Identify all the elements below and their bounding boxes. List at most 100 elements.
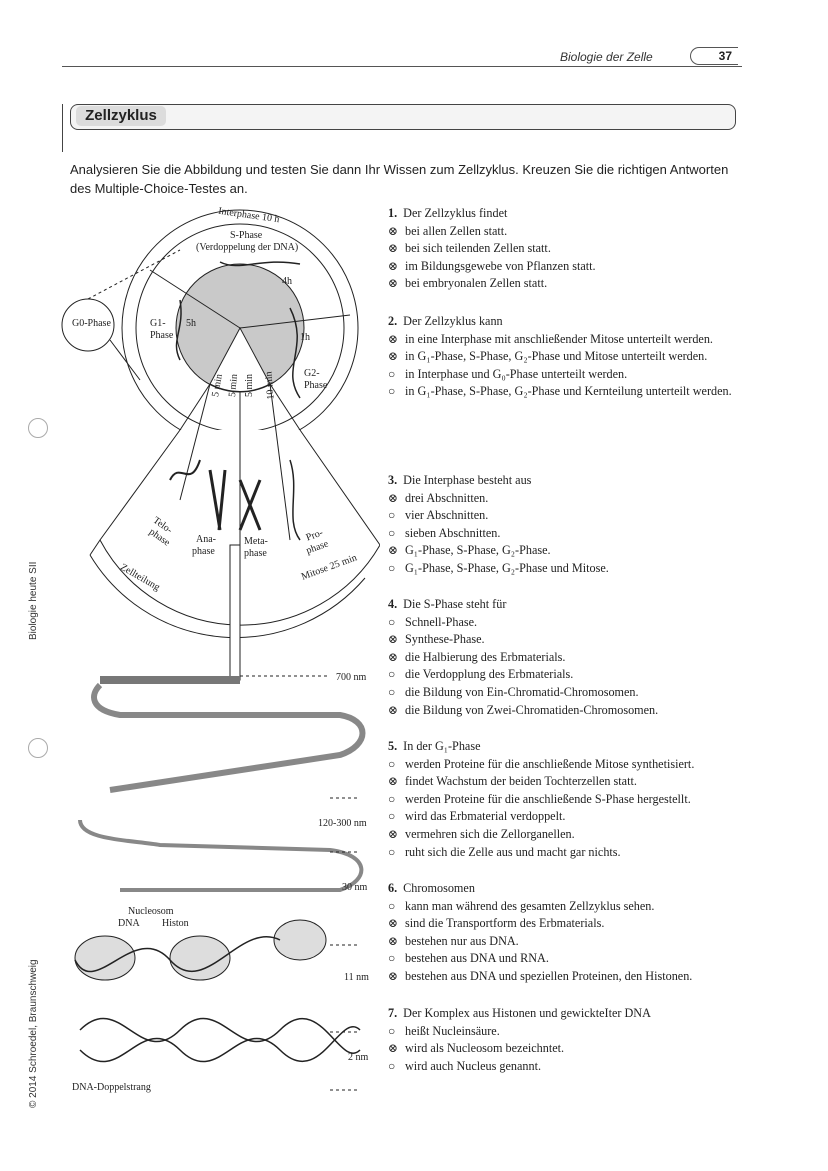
answer-option[interactable]: ○G₁-Phase, S-Phase, G₂-Phase und Mitose.: [388, 560, 748, 578]
section-rule: [62, 104, 63, 152]
answer-option[interactable]: ○ ruht sich die Zelle aus und macht gar n…: [388, 844, 748, 862]
answer-option[interactable]: ○ vier Abschnitten.: [388, 507, 748, 525]
answer-option[interactable]: ⊗bestehen aus DNA und speziellen Protein…: [388, 968, 748, 986]
answer-option[interactable]: ○wird auch Nucleus genannt.: [388, 1058, 748, 1076]
checked-box-icon[interactable]: ⊗: [388, 223, 399, 238]
page-number: 37: [690, 47, 738, 65]
answer-option[interactable]: ⊗drei Abschnitten.: [388, 490, 748, 508]
answer-option[interactable]: ⊗sind die Transportform des Erbmaterials…: [388, 915, 748, 933]
sidebar-book-title: Biologie heute SII: [28, 561, 39, 640]
answer-option[interactable]: ○heißt Nucleinsäure.: [388, 1023, 748, 1041]
checked-box-icon[interactable]: ⊗: [388, 649, 399, 664]
label-g1: G1-: [150, 318, 166, 329]
answer-option[interactable]: ⊗in G₁-Phase, S-Phase, G₂-Phase und Mito…: [388, 348, 748, 366]
answer-option[interactable]: ⊗findet Wachstum der beiden Tochterzelle…: [388, 773, 748, 791]
label-120nm: 120-300 nm: [318, 818, 367, 829]
empty-box-icon[interactable]: ○: [388, 809, 396, 824]
question-stem: Der Zellzyklus findet: [403, 206, 508, 220]
checked-box-icon[interactable]: ⊗: [388, 968, 399, 983]
answer-option[interactable]: ⊗ bei embryonalen Zellen statt.: [388, 275, 748, 293]
empty-box-icon[interactable]: ○: [388, 384, 396, 399]
answer-option[interactable]: ⊗im Bildungsgewebe von Pflanzen statt.: [388, 258, 748, 276]
answer-option[interactable]: ⊗die Bildung von Zwei-Chromatiden-Chromo…: [388, 702, 748, 720]
answer-text: bei embryonalen Zellen statt.: [405, 276, 548, 291]
answer-text: in G₁-Phase, S-Phase, G₂-Phase und Kernt…: [405, 384, 732, 399]
checked-box-icon[interactable]: ⊗: [388, 490, 399, 505]
answer-text: ruht sich die Zelle aus und macht gar ni…: [405, 844, 621, 859]
answer-option[interactable]: ○ die Verdopplung des Erbmaterials.: [388, 666, 748, 684]
answer-option[interactable]: ○werden Proteine für die anschließende S…: [388, 791, 748, 809]
empty-box-icon[interactable]: ○: [388, 791, 396, 806]
checked-box-icon[interactable]: ⊗: [388, 1041, 399, 1056]
checked-box-icon[interactable]: ⊗: [388, 933, 399, 948]
question-text: 4. Die S-Phase steht für: [388, 596, 748, 614]
question-5: 5.In der G₁-Phase○werden Proteine für di…: [388, 738, 748, 861]
label-700nm: 700 nm: [336, 672, 367, 683]
answer-option[interactable]: ○sieben Abschnitten.: [388, 525, 748, 543]
label-anab: phase: [192, 546, 215, 557]
answer-option[interactable]: ○kann man während des gesamten Zellzyklu…: [388, 898, 748, 916]
checked-box-icon[interactable]: ⊗: [388, 702, 399, 717]
checked-box-icon[interactable]: ⊗: [388, 276, 399, 291]
answer-option[interactable]: ○ bestehen aus DNA und RNA.: [388, 950, 748, 968]
answer-option[interactable]: ○ die Bildung von Ein-Chromatid-Chromosom…: [388, 684, 748, 702]
answer-option[interactable]: ⊗Synthese-Phase.: [388, 631, 748, 649]
answer-option[interactable]: ⊗G₁-Phase, S-Phase, G₂-Phase.: [388, 542, 748, 560]
answer-option[interactable]: ⊗bei allen Zellen statt.: [388, 223, 748, 241]
question-text: 1.Der Zellzyklus findet: [388, 205, 748, 223]
empty-box-icon[interactable]: ○: [388, 508, 396, 523]
answer-option[interactable]: ⊗vermehren sich die Zellorganellen.: [388, 826, 748, 844]
answer-text: in Interphase und G₀-Phase unterteilt we…: [405, 366, 628, 381]
answer-option[interactable]: ○ werden Proteine für die anschließende M…: [388, 756, 748, 774]
empty-box-icon[interactable]: ○: [388, 1023, 396, 1038]
empty-box-icon[interactable]: ○: [388, 366, 396, 381]
empty-box-icon[interactable]: ○: [388, 525, 396, 540]
answer-option[interactable]: ○ in Interphase und G₀-Phase unterteilt w…: [388, 366, 748, 384]
label-metab: phase: [244, 548, 267, 559]
checked-box-icon[interactable]: ⊗: [388, 774, 399, 789]
answer-option[interactable]: ○ in G₁-Phase, S-Phase, G₂-Phase und Kern…: [388, 383, 748, 401]
answer-option[interactable]: ⊗die Halbierung des Erbmaterials.: [388, 649, 748, 667]
question-text: 5.In der G₁-Phase: [388, 738, 748, 756]
question-stem: Die S-Phase steht für: [403, 597, 507, 611]
checked-box-icon[interactable]: ⊗: [388, 331, 399, 346]
answer-option[interactable]: ○wird das Erbmaterial verdoppelt.: [388, 808, 748, 826]
intro-text: Analysieren Sie die Abbildung und testen…: [70, 162, 729, 196]
checked-box-icon[interactable]: ⊗: [388, 916, 399, 931]
empty-box-icon[interactable]: ○: [388, 898, 396, 913]
answer-option[interactable]: ○Schnell-Phase.: [388, 614, 748, 632]
checked-box-icon[interactable]: ⊗: [388, 349, 399, 364]
empty-box-icon[interactable]: ○: [388, 844, 396, 859]
label-doppelstrang: DNA-Doppelstrang: [72, 1082, 151, 1093]
empty-box-icon[interactable]: ○: [388, 756, 396, 771]
answer-option[interactable]: ⊗ wird als Nucleosom bezeichntet.: [388, 1040, 748, 1058]
empty-box-icon[interactable]: ○: [388, 667, 396, 682]
sidebar-copyright: © 2014 Schroedel, Braunschweig: [28, 959, 39, 1108]
answer-text: bestehen aus DNA und RNA.: [405, 951, 549, 966]
question-3: 3.Die Interphase besteht aus⊗drei Abschn…: [388, 472, 748, 578]
answer-text: vier Abschnitten.: [405, 508, 489, 523]
checked-box-icon[interactable]: ⊗: [388, 632, 399, 647]
checked-box-icon[interactable]: ⊗: [388, 826, 399, 841]
empty-box-icon[interactable]: ○: [388, 560, 396, 575]
answer-option[interactable]: ⊗bestehen nur aus DNA.: [388, 933, 748, 951]
empty-box-icon[interactable]: ○: [388, 1058, 396, 1073]
question-stem: Chromosomen: [403, 881, 475, 895]
answer-option[interactable]: ⊗in eine Interphase mit anschließender M…: [388, 331, 748, 349]
answer-text: werden Proteine für die anschließende Mi…: [405, 756, 695, 771]
label-histon: Histon: [162, 918, 189, 929]
question-text: 7.Der Komplex aus Histonen und gewickteI…: [388, 1005, 748, 1023]
checked-box-icon[interactable]: ⊗: [388, 258, 399, 273]
checked-box-icon[interactable]: ⊗: [388, 241, 399, 256]
checked-box-icon[interactable]: ⊗: [388, 543, 399, 558]
empty-box-icon[interactable]: ○: [388, 614, 396, 629]
question-number: 7.: [388, 1006, 398, 1020]
empty-box-icon[interactable]: ○: [388, 684, 396, 699]
empty-box-icon[interactable]: ○: [388, 951, 396, 966]
answer-text: wird als Nucleosom bezeichntet.: [405, 1041, 565, 1056]
question-number: 4.: [388, 597, 398, 611]
label-g0: G0-Phase: [72, 318, 111, 329]
answer-text: die Verdopplung des Erbmaterials.: [405, 667, 574, 682]
answer-option[interactable]: ⊗bei sich teilenden Zellen statt.: [388, 240, 748, 258]
answer-text: die Bildung von Ein-Chromatid-Chromosome…: [405, 684, 639, 699]
